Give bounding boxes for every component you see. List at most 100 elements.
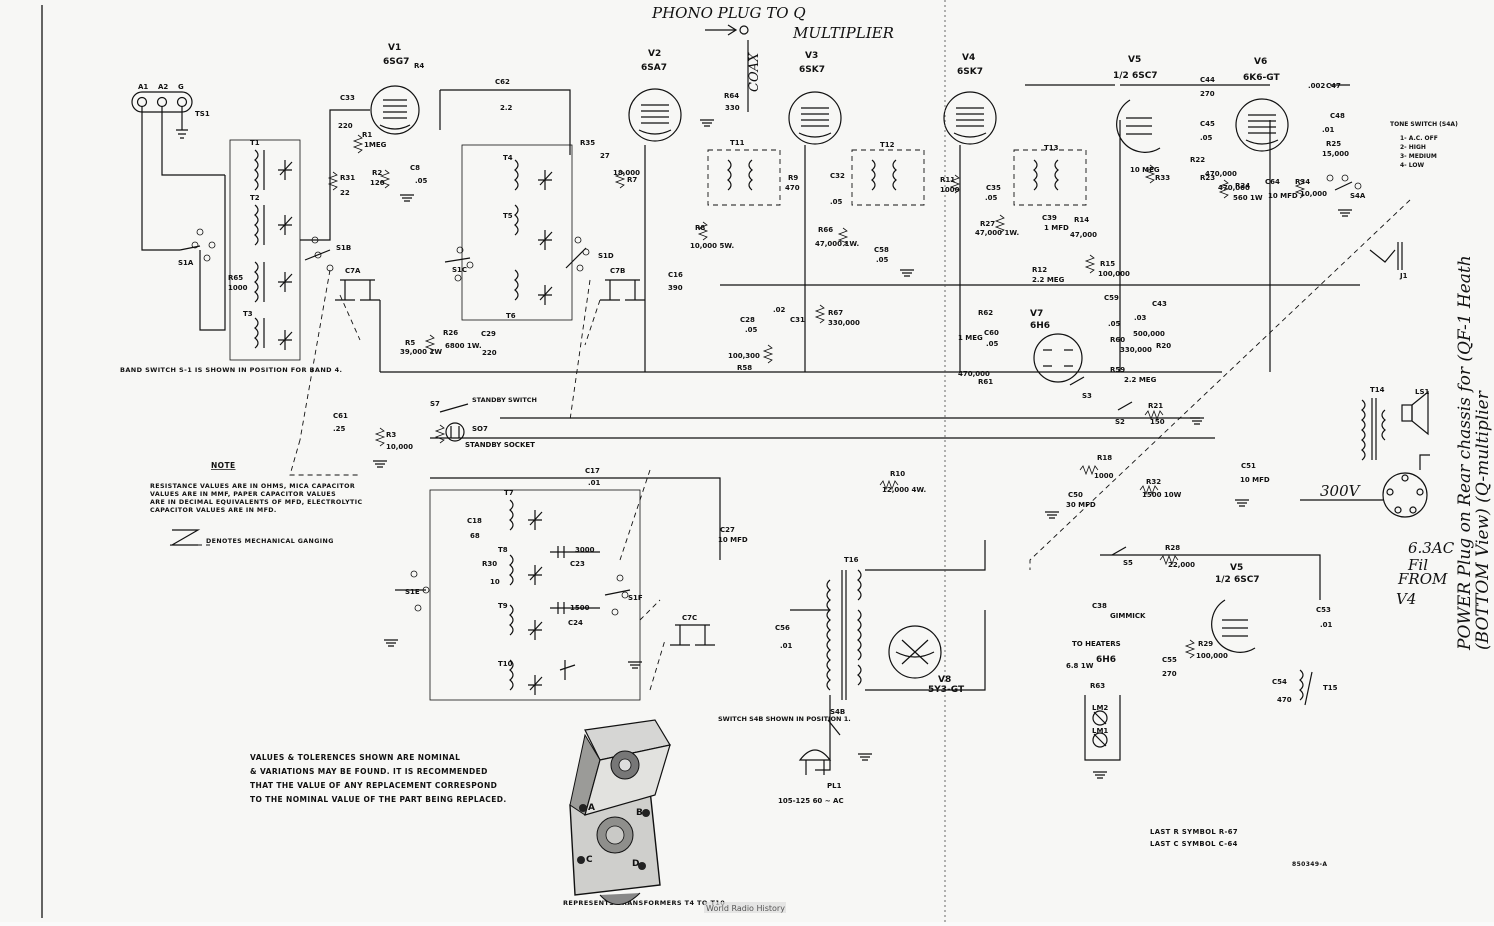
ac-plug-pl1: PL1 105-125 60 ~ AC xyxy=(778,749,844,805)
comp-r33: R33 xyxy=(1155,174,1170,182)
ganging-legend: DENOTES MECHANICAL GANGING xyxy=(206,538,334,545)
comp-r27-val: 47,000 1W. xyxy=(975,229,1019,237)
band-switch-s1d: S1D xyxy=(565,236,614,421)
comp-c61-val: .25 xyxy=(333,425,346,433)
comp-r8-val: 10,000 5W. xyxy=(690,242,734,250)
v2-ref: V2 xyxy=(648,49,661,59)
comp-r33-val: 10 MEG xyxy=(1130,166,1160,174)
tube-v1: V1 6SG7 xyxy=(370,43,420,135)
comp-r28: R28 xyxy=(1165,544,1180,552)
hand-voltage: 300V xyxy=(1320,482,1362,500)
comp-r32-val: 1500 10W xyxy=(1142,491,1182,499)
s5-label: S5 xyxy=(1123,559,1133,567)
svg-text:T6: T6 xyxy=(506,312,516,320)
comp-c18-val: 68 xyxy=(470,532,480,540)
note-line-4: CAPACITOR VALUES ARE IN MFD. xyxy=(150,507,277,514)
comp-c16: C16 xyxy=(668,271,683,279)
band-switch-s1a: S1A xyxy=(178,228,216,267)
comp-c55: C55 xyxy=(1162,656,1177,664)
comp-r32: R32 xyxy=(1146,478,1161,486)
svg-text:T9: T9 xyxy=(498,602,508,610)
tone-switch: S4A TONE SWITCH (S4A) 1- A.C. OFF 2- HIG… xyxy=(1326,121,1458,200)
ganging-dashed-lines xyxy=(169,199,1411,570)
comp-r9: R9 xyxy=(788,174,798,182)
tube-v3: V3 6SK7 xyxy=(788,51,842,145)
standby-switch: S7 STANDBY SWITCH SO7 STANDBY SOCKET xyxy=(289,396,537,476)
comp-c28-val: .05 xyxy=(745,326,758,334)
tube-v4: V4 6SK7 xyxy=(943,53,997,145)
comp-r20-val: 500,000 xyxy=(1133,330,1165,338)
comp-r23-val: 470,000 xyxy=(1218,184,1250,192)
tube-v7: V7 6H6 xyxy=(1030,309,1083,383)
v4-type: 6SK7 xyxy=(957,67,983,77)
comp-r12: R12 xyxy=(1032,266,1047,274)
watermark-text: World Radio History xyxy=(706,904,785,913)
comp-r31-val: 22 xyxy=(340,189,350,197)
lm1-label: LM1 xyxy=(1092,727,1108,735)
switch-s4b: S4B SWITCH S4B SHOWN IN POSITION 1. xyxy=(718,708,851,736)
mixer-coils: T4 T5 T6 xyxy=(461,144,573,321)
comp-c47-val: .002 xyxy=(1308,82,1325,90)
hand-fil-4: V4 xyxy=(1396,590,1416,608)
v5-type: 1/2 6SC7 xyxy=(1113,71,1158,81)
comp-r59: R59 xyxy=(1110,366,1125,374)
s3-label: S3 xyxy=(1082,392,1092,400)
comp-r30-val: 10 xyxy=(490,578,500,586)
comp-r23: R23 xyxy=(1200,174,1215,182)
t16-label: T16 xyxy=(844,556,859,564)
comp-c64: C64 xyxy=(1265,178,1280,186)
comp-c53: C53 xyxy=(1316,606,1331,614)
comp-r18-val: 1000 xyxy=(1094,472,1114,480)
b-plus-bus xyxy=(379,84,1360,439)
loudspeaker-ls1: LS1 xyxy=(1401,388,1430,436)
comp-c38-val: GIMMICK xyxy=(1110,612,1146,620)
comp-r15: R15 xyxy=(1100,260,1115,268)
tolerance-line-3: THAT THE VALUE OF ANY REPLACEMENT CORRES… xyxy=(250,781,497,790)
band-switch-s1e: S1E xyxy=(395,570,430,612)
comp-r15-val: 100,000 xyxy=(1098,270,1130,278)
v6-ref: V6 xyxy=(1254,57,1267,67)
t11-label: T11 xyxy=(730,139,745,147)
t14-label: T14 xyxy=(1370,386,1385,394)
tube-v2: V2 6SA7 xyxy=(628,49,682,142)
comp-r66-val: 47,000 1W. xyxy=(815,240,859,248)
comp-r62-val: 1 MEG xyxy=(958,334,983,342)
band-switch-s1b: S1B xyxy=(299,236,361,441)
if-transformer-t11: T11 xyxy=(707,139,781,206)
tone-pos-2: 2- HIGH xyxy=(1400,144,1426,151)
comp-c48: C48 xyxy=(1330,112,1345,120)
comp-c39-val: 1 MFD xyxy=(1044,224,1069,232)
comp-r1-val: 1MEG xyxy=(364,141,387,149)
comp-c56: C56 xyxy=(775,624,790,632)
comp-c27-val: 10 MFD xyxy=(718,536,748,544)
comp-c55-val: 270 xyxy=(1162,670,1177,678)
comp-c51-val: 10 MFD xyxy=(1240,476,1270,484)
terminal-d-label: D xyxy=(632,859,639,869)
comp-r30: R30 xyxy=(482,560,497,568)
svg-text:S1B: S1B xyxy=(336,244,351,252)
terminal-strip-ts1: A1 A2 G TS1 xyxy=(131,83,225,251)
comp-c62: C62 xyxy=(495,78,510,86)
s4a-label: S4A xyxy=(1350,192,1366,200)
comp-r11: R11 xyxy=(940,176,955,184)
v5b-ref: V5 xyxy=(1230,563,1243,573)
comp-r8: R8 xyxy=(695,224,705,232)
bfo-coil-bank: T7 T8 T9 T10 xyxy=(429,477,721,701)
comp-c50: C50 xyxy=(1068,491,1083,499)
v3-type: 6SK7 xyxy=(799,65,825,75)
comp-c64-val: 10 MFD xyxy=(1268,192,1298,200)
comp-c35: C35 xyxy=(986,184,1001,192)
hand-phono-plug: PHONO PLUG TO Q xyxy=(651,4,806,22)
comp-r67: R67 xyxy=(828,309,843,317)
handwritten-notes: PHONO PLUG TO Q MULTIPLIER COAX 300V 6.3… xyxy=(651,4,1493,651)
s4b-label: S4B xyxy=(830,708,845,716)
comp-r26: R26 xyxy=(443,329,458,337)
captions: BAND SWITCH S-1 IS SHOWN IN POSITION FOR… xyxy=(120,366,1327,907)
svg-text:T1: T1 xyxy=(250,139,260,147)
transformer-caption: REPRESENTS TRANSFORMERS T4 TO T10 xyxy=(563,899,725,907)
hand-fil-2: Fil xyxy=(1407,556,1428,574)
hand-fil-1: 6.3AC xyxy=(1408,539,1455,557)
output-transformer-t14: T14 xyxy=(1361,386,1386,461)
transformer-can-illustration: A B C D xyxy=(569,719,671,905)
